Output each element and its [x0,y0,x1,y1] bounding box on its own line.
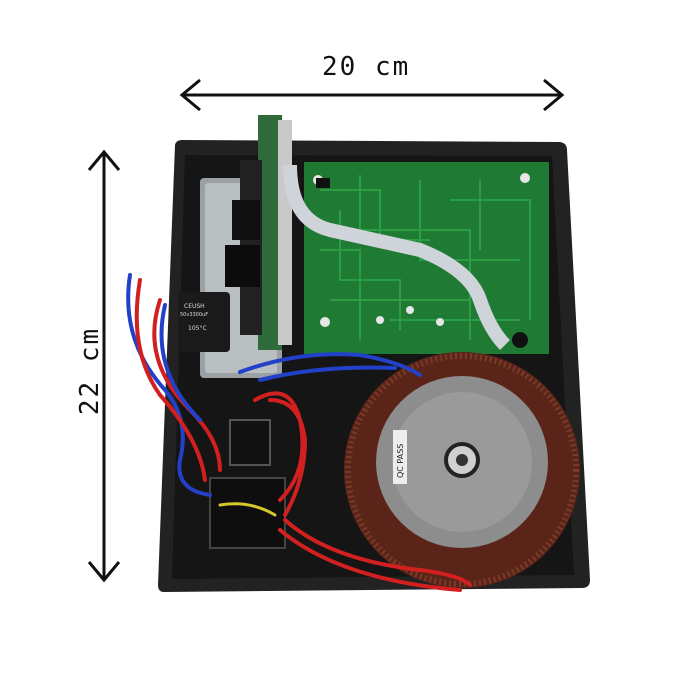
capacitor-rating: 50v3300uF [180,312,208,318]
width-arrow [179,78,565,112]
toroidal-transformer: QC PASS [344,352,580,588]
transformer-sticker: QC PASS [396,444,405,478]
width-dimension-label: 20 cm [322,52,411,82]
fuse-holder [229,419,271,466]
ribbon-cable [283,164,511,350]
capacitor-temp: 105°C [188,325,207,332]
wiring [126,273,472,592]
height-arrow [87,149,121,583]
vertical-pcb [225,115,292,350]
capacitor-brand: CEUSH [184,303,205,310]
capacitor: CEUSH 50v3300uF 105°C [178,292,230,352]
